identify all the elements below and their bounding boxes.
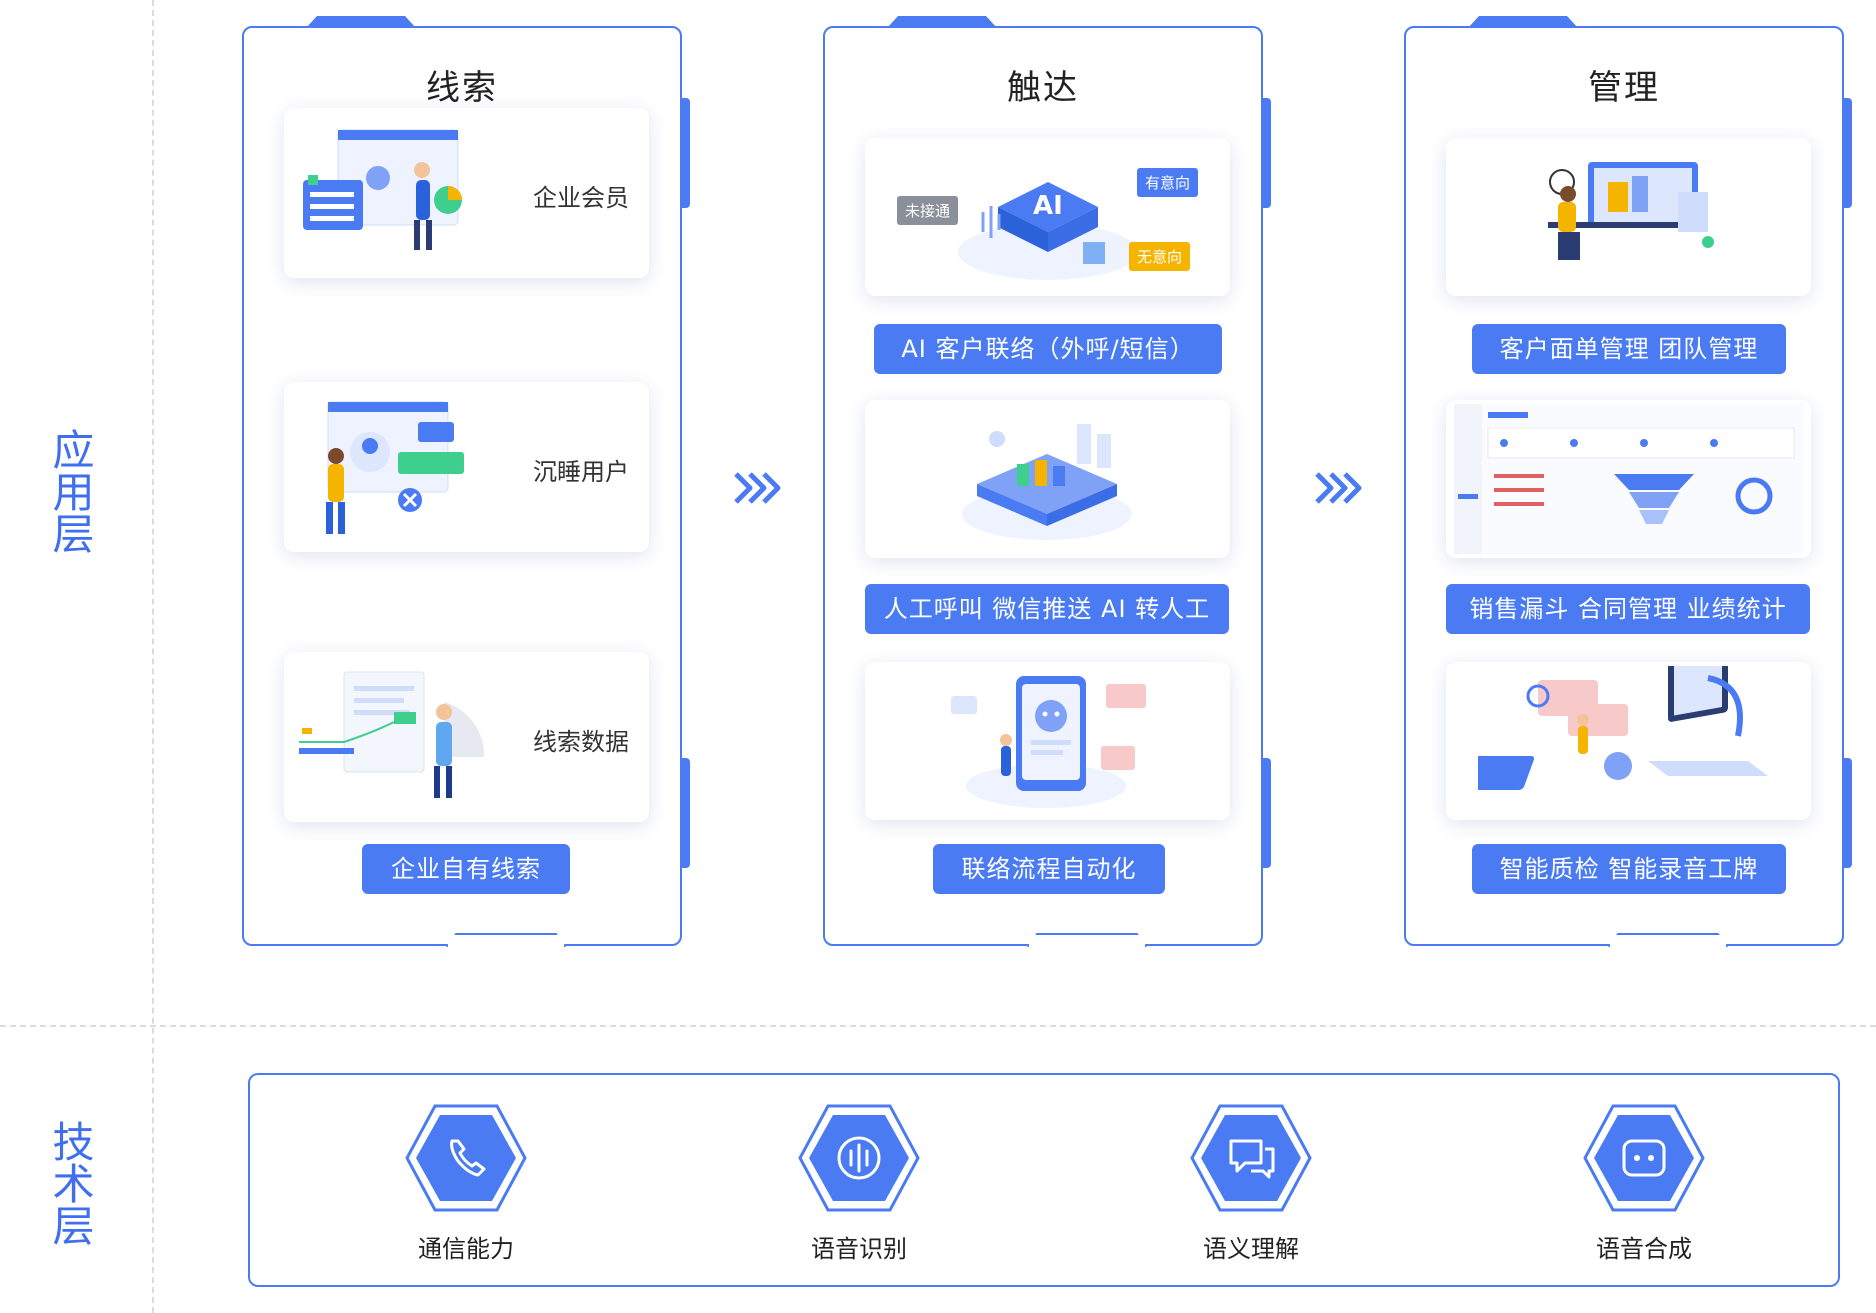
card-contact-automation [865, 662, 1230, 820]
panel-title: 线索 [426, 68, 498, 108]
tag-intent: 有意向 [1137, 168, 1199, 197]
card-caption: 沉睡用户 [533, 458, 629, 486]
tech-label: 语音合成 [1596, 1235, 1692, 1263]
card-ai-contact: AI 未接通 有意向 无意向 [865, 138, 1230, 296]
developer-desk-illustration-icon [1548, 162, 1714, 260]
quality-inspection-illustration-icon [1478, 666, 1768, 790]
panel-side-notch [680, 98, 690, 208]
panel-title: 触达 [1007, 68, 1079, 108]
technology-layer-label: 技术层 [40, 1120, 100, 1246]
flow-arrow-icon [734, 472, 781, 504]
manual-call-illustration-icon [962, 424, 1132, 540]
tag-no-intent: 无意向 [1129, 242, 1191, 271]
panel-side-notch [1261, 98, 1271, 208]
tech-label: 通信能力 [418, 1235, 514, 1263]
sales-dashboard-illustration-icon [1454, 404, 1804, 554]
panel-tab-bottom [1027, 933, 1147, 947]
contact-automation-illustration-icon [951, 676, 1146, 808]
tech-item-semantic-understanding: 语义理解 [1151, 1103, 1351, 1264]
dormant-user-illustration-icon [326, 401, 464, 534]
voice-wave-icon [798, 1104, 920, 1212]
pill-sales-funnel: 销售漏斗 合同管理 业绩统计 [1446, 584, 1810, 634]
technology-box: 通信能力 语音识别 语义理解 语音合成 [248, 1073, 1840, 1287]
application-layer-text: 应用层 [46, 428, 95, 554]
card-sales-dashboard [1446, 400, 1811, 558]
panel-tab-top [1468, 16, 1578, 28]
application-layer-label: 应用层 [40, 428, 100, 554]
panel-side-notch [1261, 758, 1271, 868]
panel-title: 管理 [1588, 68, 1660, 108]
dialog-bubble-icon [1583, 1104, 1705, 1212]
panel-leads: 线索 企业会员 [242, 16, 690, 947]
lead-data-illustration-icon [299, 671, 484, 798]
enterprise-member-illustration-icon [303, 129, 462, 250]
phone-icon [405, 1104, 527, 1212]
pill-ai-contact: AI 客户联络（外呼/短信） [874, 324, 1222, 374]
panel-tab-top [306, 16, 416, 28]
pill-contact-automation: 联络流程自动化 [933, 844, 1165, 894]
panel-tab-bottom [1608, 933, 1728, 947]
tech-label: 语音识别 [811, 1235, 907, 1263]
pill-enterprise-own-leads: 企业自有线索 [362, 844, 570, 894]
card-lead-data: 线索数据 [284, 652, 649, 822]
tech-label: 语义理解 [1203, 1235, 1299, 1263]
card-dormant-user: 沉睡用户 [284, 382, 649, 552]
panel-tab-bottom [446, 933, 566, 947]
tech-item-speech-synthesis: 语音合成 [1544, 1103, 1744, 1264]
card-caption: 线索数据 [533, 728, 629, 756]
card-customer-management [1446, 138, 1811, 296]
card-manual-call [865, 400, 1230, 558]
vertical-divider [152, 0, 154, 1313]
panel-management: 管理 客户面单管理 团队管理 [1404, 16, 1852, 947]
pill-quality-inspection: 智能质检 智能录音工牌 [1472, 844, 1786, 894]
card-caption: 企业会员 [533, 184, 629, 212]
tag-unconnected: 未接通 [897, 196, 959, 225]
pill-manual-call: 人工呼叫 微信推送 AI 转人工 [865, 584, 1229, 634]
tech-item-speech-recognition: 语音识别 [759, 1103, 959, 1264]
panel-side-notch [1842, 98, 1852, 208]
ai-contact-illustration-icon: AI [958, 182, 1138, 280]
card-enterprise-member: 企业会员 [284, 108, 649, 278]
tech-item-communication: 通信能力 [366, 1103, 566, 1264]
panel-tab-top [887, 16, 997, 28]
pill-customer-management: 客户面单管理 团队管理 [1472, 324, 1786, 374]
card-quality-inspection [1446, 662, 1811, 820]
panel-side-notch [1842, 758, 1852, 868]
chat-bubbles-icon [1190, 1104, 1312, 1212]
svg-text:AI: AI [1033, 191, 1063, 221]
technology-layer-text: 技术层 [46, 1120, 95, 1246]
panel-reach: 触达 AI 未接通 有意向 无意向 AI 客户联络（外呼/短信） [823, 16, 1271, 947]
panel-side-notch [680, 758, 690, 868]
flow-arrow-icon [1315, 472, 1362, 504]
horizontal-divider [0, 1025, 1876, 1027]
